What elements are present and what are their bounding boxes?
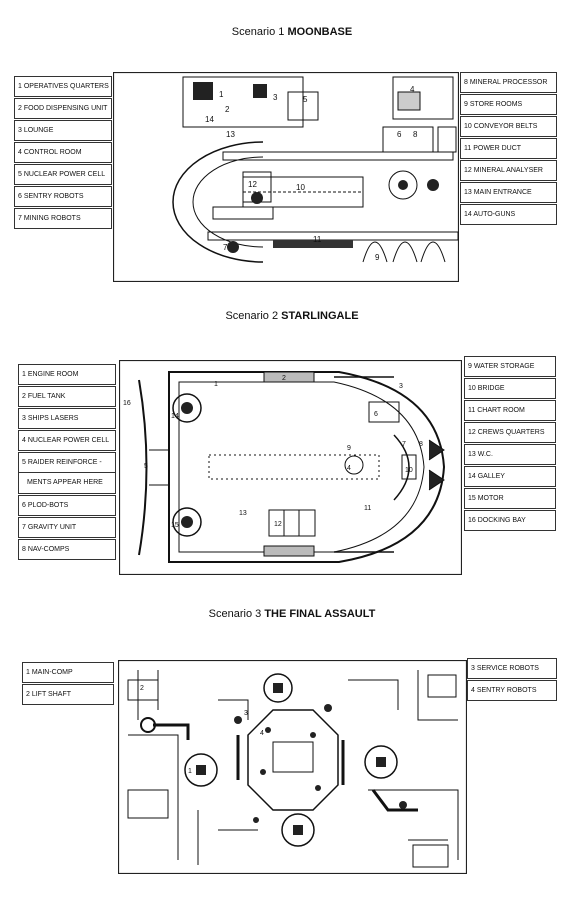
legend-item: 12 CREWS QUARTERS (464, 422, 556, 443)
map-label-7: 7 (223, 243, 228, 252)
scenario3-title: Scenario 3 THE FINAL ASSAULT (0, 608, 584, 620)
legend-item: 2 FOOD DISPENSING UNIT (14, 98, 112, 119)
map-label-1: 1 (219, 90, 224, 99)
legend-item: 1 MAIN-COMP (22, 662, 114, 683)
legend-item: 13 W.C. (464, 444, 556, 465)
map-label-14: 14 (171, 413, 179, 420)
scenario3-legend-left: 1 MAIN-COMP 2 LIFT SHAFT (22, 662, 114, 706)
map-label-13: 13 (239, 510, 247, 517)
scenario2-title-name: STARLINGALE (281, 310, 359, 322)
legend-item: 8 NAV-COMPS (18, 539, 116, 560)
map-label-4: 4 (347, 465, 351, 472)
legend-item: 3 LOUNGE (14, 120, 112, 141)
map-label-13: 13 (226, 130, 235, 139)
map-label-6: 6 (397, 130, 402, 139)
legend-item: 5 RAIDER REINFORCE - (18, 452, 116, 473)
scenario3-title-prefix: Scenario 3 (208, 608, 262, 620)
map-label-2: 2 (225, 105, 230, 114)
legend-item: 13 MAIN ENTRANCE (460, 182, 557, 203)
legend-item: 10 CONVEYOR BELTS (460, 116, 557, 137)
map-label-10: 10 (296, 183, 305, 192)
map-label-5: 5 (303, 95, 308, 104)
map-label-4: 4 (410, 85, 415, 94)
map-label-2: 2 (140, 685, 144, 692)
scenario1-title-prefix: Scenario 1 (231, 26, 285, 38)
legend-item: 6 PLOD-BOTS (18, 495, 116, 516)
scenario3-title-name: THE FINAL ASSAULT (264, 608, 376, 620)
map-label-3: 3 (273, 93, 278, 102)
map-label-8: 8 (413, 130, 418, 139)
legend-item: 3 SHIPS LASERS (18, 408, 116, 429)
map-label-6: 6 (374, 411, 378, 418)
legend-item: 16 DOCKING BAY (464, 510, 556, 531)
legend-item: 4 CONTROL ROOM (14, 142, 112, 163)
legend-item: 1 ENGINE ROOM (18, 364, 116, 385)
map-label-10: 10 (405, 467, 413, 474)
map-label-12: 12 (274, 521, 282, 528)
scenario1-legend-right: 8 MINERAL PROCESSOR 9 STORE ROOMS 10 CON… (460, 72, 557, 226)
map-label-9: 9 (375, 253, 380, 262)
legend-item: 4 SENTRY ROBOTS (467, 680, 557, 701)
map-label-5: 5 (144, 463, 148, 470)
legend-item: 9 STORE ROOMS (460, 94, 557, 115)
map-label-15: 15 (171, 522, 179, 529)
map-label-12: 12 (248, 180, 257, 189)
legend-item: 8 MINERAL PROCESSOR (460, 72, 557, 93)
map-label-14: 14 (205, 115, 214, 124)
map-label-3: 3 (244, 710, 248, 717)
scenario1-map: 1 2 3 4 5 6 7 8 9 10 11 12 13 14 (113, 72, 459, 282)
scenario1-title: Scenario 1 MOONBASE (0, 26, 584, 38)
scenario2-title-prefix: Scenario 2 (225, 310, 279, 322)
legend-item: 11 CHART ROOM (464, 400, 556, 421)
map-label-11: 11 (364, 505, 371, 512)
map-label-11: 11 (313, 235, 322, 244)
scenario1-title-name: MOONBASE (287, 26, 353, 38)
legend-item: 2 LIFT SHAFT (22, 684, 114, 705)
scenario1-legend-left: 1 OPERATIVES QUARTERS 2 FOOD DISPENSING … (14, 76, 112, 230)
legend-item: 9 WATER STORAGE (464, 356, 556, 377)
legend-item: 7 MINING ROBOTS (14, 208, 112, 229)
map-label-1: 1 (188, 768, 192, 775)
legend-item: 5 NUCLEAR POWER CELL (14, 164, 112, 185)
legend-item: 15 MOTOR (464, 488, 556, 509)
map-label-7: 7 (402, 441, 406, 448)
scenario2-legend-left: 1 ENGINE ROOM 2 FUEL TANK 3 SHIPS LASERS… (18, 364, 116, 561)
legend-item: 7 GRAVITY UNIT (18, 517, 116, 538)
legend-item: 14 GALLEY (464, 466, 556, 487)
map-label-4: 4 (260, 730, 264, 737)
legend-item: 4 NUCLEAR POWER CELL (18, 430, 116, 451)
scenario2-title: Scenario 2 STARLINGALE (0, 310, 584, 322)
legend-item: 11 POWER DUCT (460, 138, 557, 159)
legend-item: 3 SERVICE ROBOTS (467, 658, 557, 679)
map-label-2: 2 (282, 375, 286, 382)
legend-item: 1 OPERATIVES QUARTERS (14, 76, 112, 97)
scenario2-map: 1 2 3 4 5 6 7 8 9 10 11 12 13 14 15 16 (119, 360, 462, 575)
map-label-3: 3 (399, 383, 403, 390)
legend-item: 6 SENTRY ROBOTS (14, 186, 112, 207)
scenario3-map: 1 2 3 4 (118, 660, 467, 874)
legend-item: 14 AUTO-GUNS (460, 204, 557, 225)
legend-item: 2 FUEL TANK (18, 386, 116, 407)
legend-item: 12 MINERAL ANALYSER (460, 160, 557, 181)
map-label-1: 1 (214, 381, 218, 388)
scenario2-legend-right: 9 WATER STORAGE 10 BRIDGE 11 CHART ROOM … (464, 356, 556, 532)
map-label-8: 8 (419, 441, 423, 448)
legend-item: MENTS APPEAR HERE (18, 473, 116, 494)
map-label-16: 16 (123, 400, 131, 407)
scenario3-legend-right: 3 SERVICE ROBOTS 4 SENTRY ROBOTS (467, 658, 557, 702)
map-label-9: 9 (347, 445, 351, 452)
legend-item: 10 BRIDGE (464, 378, 556, 399)
